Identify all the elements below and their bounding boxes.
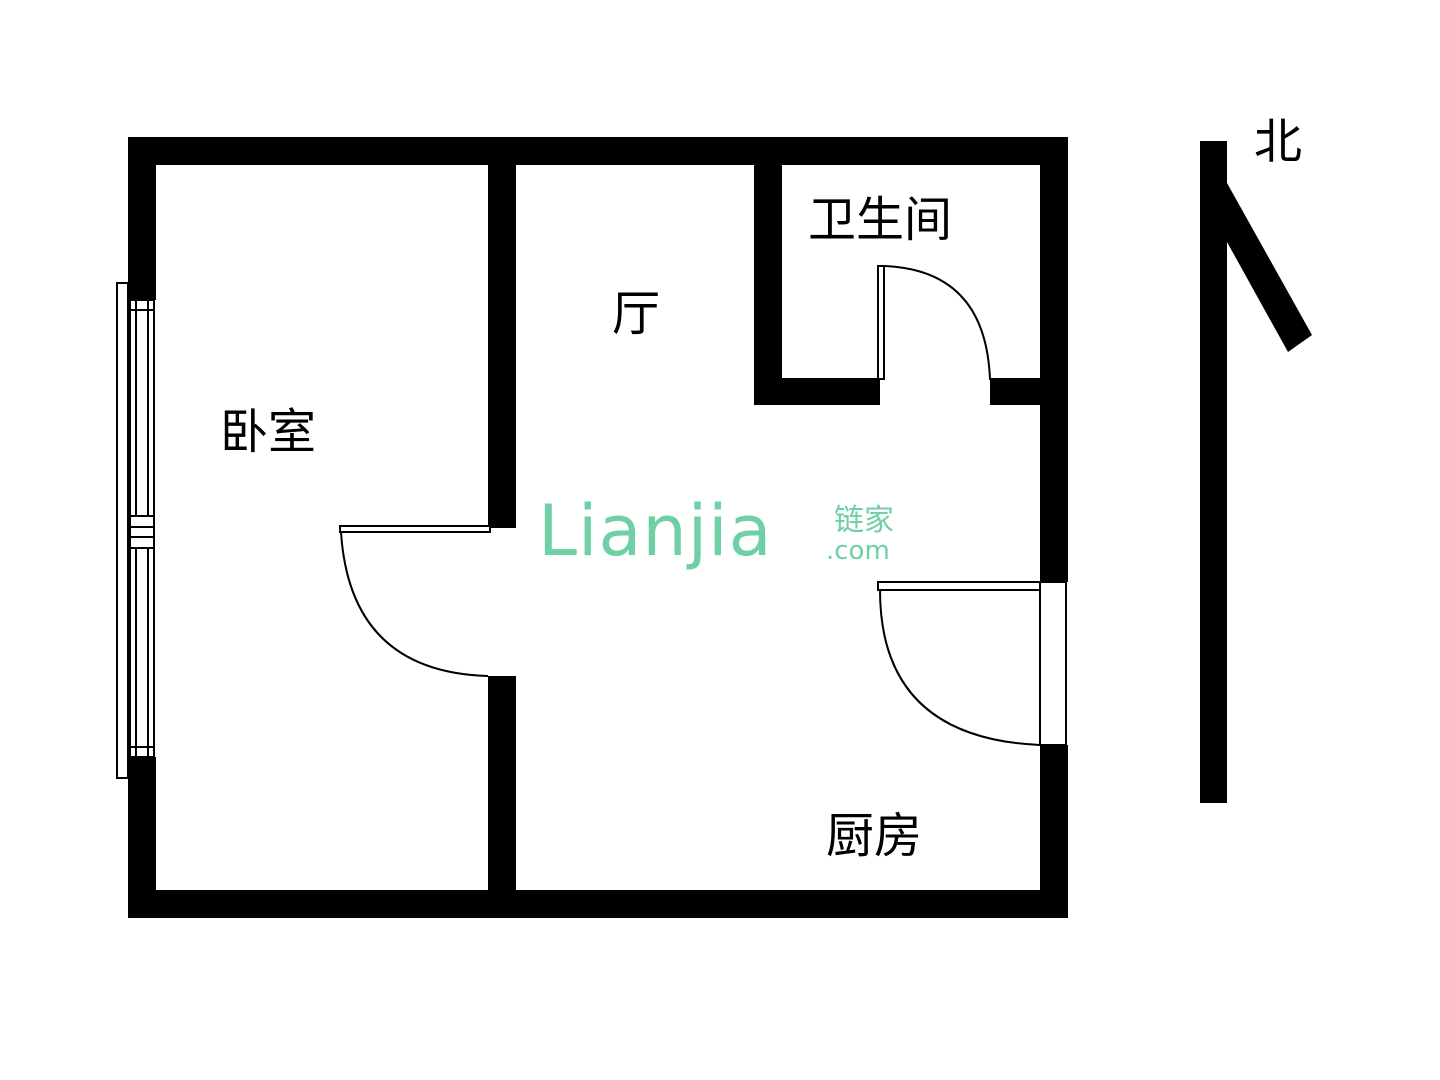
wall-bathroom-left (754, 137, 782, 405)
watermark-logo-text: Lianjia (538, 490, 773, 572)
wall-bathroom-bottom-right (990, 378, 1068, 405)
window-left (116, 282, 155, 779)
watermark-chinese: 链家 (834, 503, 894, 538)
watermark-domain: .com (826, 536, 890, 566)
walls (128, 137, 1068, 918)
room-label-kitchen: 厨房 (826, 808, 923, 864)
door-bathroom (877, 265, 991, 381)
wall-bedroom-upper (488, 137, 516, 528)
wall-bathroom-bottom-left (754, 378, 880, 405)
wall-right-lower (1040, 745, 1068, 918)
wall-bottom (128, 890, 1068, 918)
wall-right-upper (1040, 137, 1068, 582)
wall-left-lower (128, 757, 156, 918)
north-arrow-icon (1200, 141, 1312, 803)
wall-bedroom-lower (488, 676, 516, 918)
wall-top (128, 137, 1068, 165)
door-bedroom (339, 525, 491, 677)
wall-left-upper (128, 137, 156, 300)
room-label-living: 厅 (612, 286, 661, 342)
door-entrance (877, 581, 1067, 746)
compass-north-label: 北 (1254, 114, 1303, 170)
room-label-bathroom: 卫生间 (808, 192, 953, 248)
room-label-bedroom: 卧室 (220, 404, 317, 460)
